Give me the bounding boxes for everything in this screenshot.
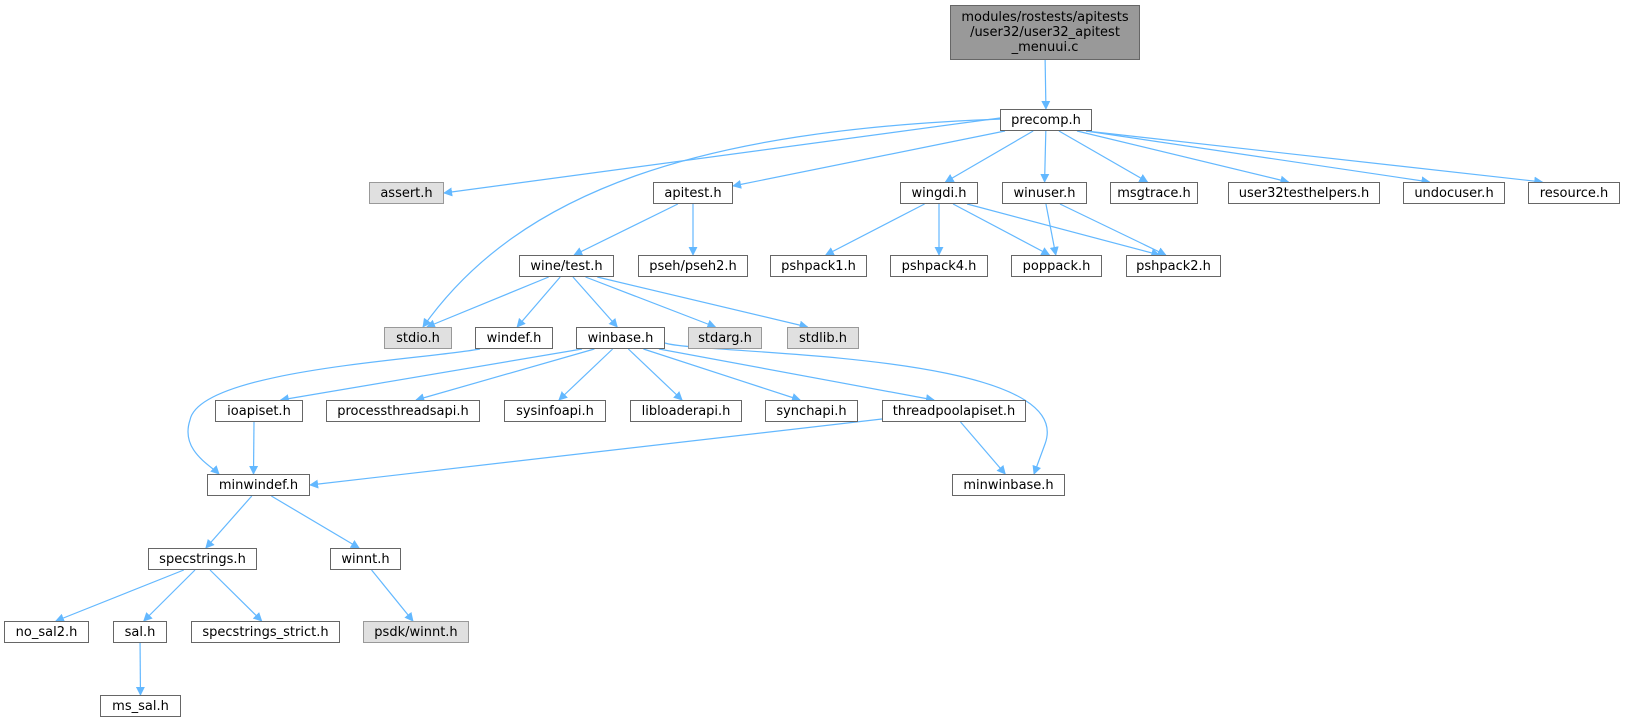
edge-winetest-to-winbase xyxy=(572,276,618,328)
edge-precomp-to-resource xyxy=(1085,130,1544,186)
node-stdlib[interactable]: stdlib.h xyxy=(787,327,859,349)
edge-precomp-to-winuser xyxy=(1040,130,1050,183)
edge-precomp-to-apitest xyxy=(732,130,1006,189)
node-winetest[interactable]: wine/test.h xyxy=(519,255,614,277)
edge-winuser-to-poppack xyxy=(1045,203,1059,256)
node-apitest[interactable]: apitest.h xyxy=(653,182,733,204)
node-processthreadsapi[interactable]: processthreadsapi.h xyxy=(326,400,480,422)
edge-precomp-to-user32testhelpers xyxy=(1076,130,1290,185)
edge-minwindef-to-winnt xyxy=(271,495,360,549)
edge-specstrings-to-sal xyxy=(143,569,196,622)
node-specstrings[interactable]: specstrings.h xyxy=(148,548,257,570)
root-line: modules/rostests/apitests xyxy=(961,10,1129,25)
edge-precomp-to-wingdi xyxy=(944,130,1034,183)
edge-winbase-to-libloaderapi xyxy=(627,348,683,401)
edge-winbase-to-sysinfoapi xyxy=(558,348,614,401)
node-root-file[interactable]: modules/rostests/apitests /user32/user32… xyxy=(950,5,1140,60)
node-libloaderapi[interactable]: libloaderapi.h xyxy=(630,400,742,422)
edge-precomp-to-assert xyxy=(443,117,1001,197)
root-line: /user32/user32_apitest xyxy=(970,25,1120,40)
node-sysinfoapi[interactable]: sysinfoapi.h xyxy=(504,400,606,422)
edge-winuser-to-pshpack2 xyxy=(1059,203,1167,256)
node-pshpack4[interactable]: pshpack4.h xyxy=(890,255,988,277)
node-pshpack2[interactable]: pshpack2.h xyxy=(1126,255,1221,277)
edge-winetest-to-stdlib xyxy=(597,276,809,330)
node-poppack[interactable]: poppack.h xyxy=(1011,255,1102,277)
node-winbase[interactable]: winbase.h xyxy=(576,327,665,349)
edge-precomp-to-msgtrace xyxy=(1058,130,1149,183)
edge-winbase-to-ioapiset xyxy=(279,348,583,404)
node-precomp[interactable]: precomp.h xyxy=(1000,109,1092,131)
node-psdk-winnt[interactable]: psdk/winnt.h xyxy=(363,621,469,643)
edge-wingdi-to-pshpack2 xyxy=(966,203,1161,258)
edge-precomp-to-stdio xyxy=(422,118,1003,328)
edge-wingdi-to-pshpack1 xyxy=(824,203,925,256)
node-ioapiset[interactable]: ioapiset.h xyxy=(215,400,303,422)
node-minwindef[interactable]: minwindef.h xyxy=(207,474,310,496)
edge-winnt-to-psdk-winnt xyxy=(371,569,414,622)
edge-wingdi-to-poppack xyxy=(952,203,1051,256)
edge-specstrings-to-no-sal2 xyxy=(55,569,185,623)
edge-winbase-to-synchapi xyxy=(643,348,801,402)
node-winuser[interactable]: winuser.h xyxy=(1002,182,1087,204)
node-sal[interactable]: sal.h xyxy=(113,621,167,643)
edge-specstrings-to-specstrings-strict xyxy=(209,569,263,622)
edge-minwindef-to-specstrings xyxy=(205,495,253,549)
edge-threadpoolapiset-to-minwinbase xyxy=(960,421,1006,475)
edge-winetest-to-windef xyxy=(516,276,561,328)
node-synchapi[interactable]: synchapi.h xyxy=(765,400,858,422)
edge-winetest-to-stdio xyxy=(426,276,549,329)
node-stdarg[interactable]: stdarg.h xyxy=(688,327,762,349)
node-windef[interactable]: windef.h xyxy=(475,327,553,349)
node-ms-sal[interactable]: ms_sal.h xyxy=(100,695,181,717)
node-stdio[interactable]: stdio.h xyxy=(384,327,452,349)
node-winnt[interactable]: winnt.h xyxy=(330,548,401,570)
node-no-sal2[interactable]: no_sal2.h xyxy=(4,621,89,643)
node-threadpoolapiset[interactable]: threadpoolapiset.h xyxy=(882,400,1026,422)
edge-winbase-to-processthreadsapi xyxy=(415,348,595,403)
edge-ioapiset-to-minwindef xyxy=(249,421,259,475)
node-resource[interactable]: resource.h xyxy=(1528,182,1620,204)
node-wingdi[interactable]: wingdi.h xyxy=(900,182,978,204)
edge-precomp-to-undocuser xyxy=(1085,130,1431,186)
node-pseh2[interactable]: pseh/pseh2.h xyxy=(638,255,748,277)
edge-threadpoolapiset-to-minwindef xyxy=(309,418,883,489)
node-specstrings-strict[interactable]: specstrings_strict.h xyxy=(191,621,340,643)
edge-apitest-to-winetest xyxy=(573,203,679,256)
edge-windef-to-minwindef xyxy=(187,348,481,475)
node-user32testhelpers[interactable]: user32testhelpers.h xyxy=(1228,182,1380,204)
node-minwinbase[interactable]: minwinbase.h xyxy=(952,474,1065,496)
node-pshpack1[interactable]: pshpack1.h xyxy=(770,255,867,277)
node-msgtrace[interactable]: msgtrace.h xyxy=(1110,182,1198,204)
edge-root-to-precomp xyxy=(1041,59,1051,110)
root-line: _menuui.c xyxy=(1011,40,1079,55)
node-assert[interactable]: assert.h xyxy=(369,182,444,204)
node-undocuser[interactable]: undocuser.h xyxy=(1403,182,1505,204)
edge-winetest-to-stdarg xyxy=(585,276,717,329)
edge-winbase-to-threadpoolapiset xyxy=(658,348,935,403)
